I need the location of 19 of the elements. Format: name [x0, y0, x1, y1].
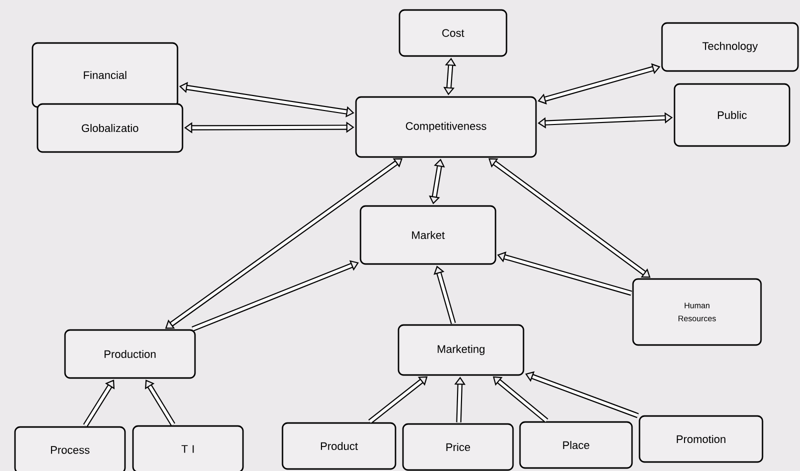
- process-box: Globalizatio: [36, 103, 184, 153]
- process-box: Production: [64, 329, 196, 379]
- process-box: Human Resources: [632, 278, 762, 346]
- process-box: Cost: [398, 9, 508, 57]
- process-box: Financial: [32, 42, 178, 108]
- process-box: Technology: [661, 22, 799, 72]
- process-box: Market: [360, 205, 496, 265]
- process-box: Product: [282, 422, 396, 470]
- process-box: Price: [402, 423, 514, 471]
- process-box: Process: [14, 426, 126, 471]
- process-box: Place: [519, 421, 633, 469]
- process-box: Competitiveness: [355, 96, 537, 158]
- arrow: [192, 260, 359, 332]
- process-box: T I: [132, 425, 244, 471]
- arrow: [83, 380, 115, 427]
- process-box: Public: [674, 83, 790, 147]
- arrow: [144, 380, 176, 426]
- process-box: Promotion: [638, 415, 764, 463]
- process-box: Marketing: [398, 324, 524, 376]
